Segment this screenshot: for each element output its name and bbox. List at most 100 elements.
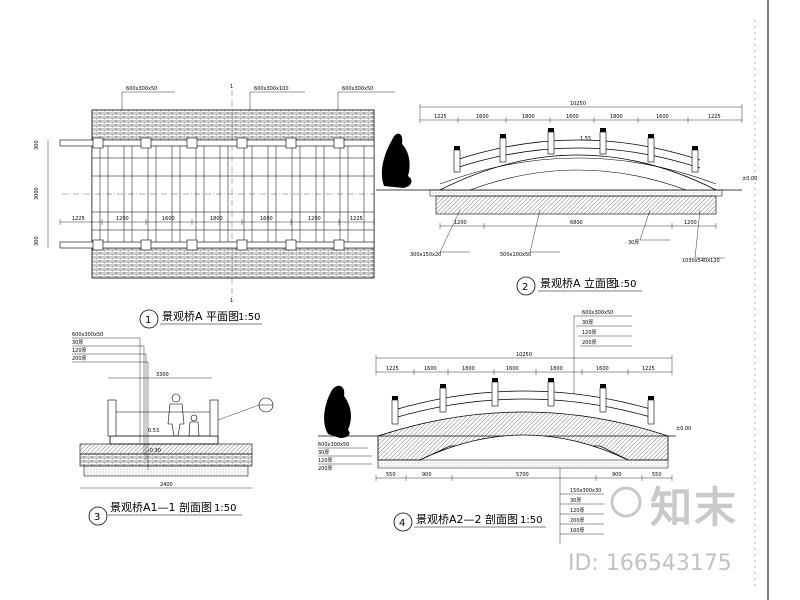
plan-cut-mark-top: 1: [230, 84, 233, 90]
plan-dim-s1: 300: [34, 140, 40, 150]
elev-number: 2: [522, 282, 528, 293]
sec1-person-adult: [167, 403, 185, 437]
plan-scale: 1:50: [238, 312, 260, 323]
elev-scale: 1:50: [614, 279, 636, 290]
sec1-deck-level: -0.30: [148, 448, 161, 454]
sec1-deck: [79, 443, 253, 455]
elev-title: 景观桥A 立面图: [540, 276, 617, 290]
watermark: 知末 ID: 166543175: [568, 483, 738, 576]
plan-dim-b5: 1600: [260, 216, 273, 222]
sec2-note-top-4: 200厚: [582, 340, 597, 346]
sec1-level: 0.53: [148, 428, 159, 434]
plan-dim-top-3: 600x300x50: [342, 86, 373, 92]
plan-view: 600x300x50 600x300x100 600x300x50 1 1 12…: [34, 84, 395, 329]
watermark-brand: 知末: [650, 483, 738, 532]
elev-arch: [439, 154, 717, 191]
elev-dim-t3: 1800: [522, 114, 535, 120]
sec1-width: 3300: [156, 372, 169, 378]
elev-dim-t7: 1225: [708, 114, 721, 120]
sec2-level: ±0.00: [676, 426, 691, 432]
elev-foundation: [435, 195, 717, 215]
sec2-note-5: 100厚: [570, 528, 585, 534]
sec2-callout-2: 30厚: [318, 450, 329, 456]
elev-dim-t6: 1600: [656, 114, 669, 120]
elev-dim-t4: 1600: [566, 114, 579, 120]
sec1-person-child: [188, 421, 200, 437]
sec2-number-circle: [393, 512, 413, 532]
sec1-scale: 1:50: [214, 503, 236, 514]
plan-dim-b4: 1800: [210, 216, 223, 222]
sec2-overall: 10250: [516, 352, 532, 358]
sec2-scale: 1:50: [520, 515, 542, 526]
sec2-note-top-1: 600x300x50: [582, 310, 613, 316]
plan-dim-top-1: 600x300x50: [126, 86, 157, 92]
plan-posts: [92, 137, 345, 251]
sec2-dim-t2: 1600: [424, 366, 437, 372]
elev-number-circle: [516, 276, 536, 296]
elev-dim-t5: 1800: [610, 114, 623, 120]
sec2-dim-b4: 900: [612, 472, 622, 478]
sec1-number: 3: [94, 512, 100, 523]
sec2-number: 4: [399, 518, 405, 529]
sec2-callout-1: 600x300x50: [318, 442, 349, 448]
elev-label-3: 30厚: [628, 240, 639, 246]
sec2-dim-b2: 900: [422, 472, 432, 478]
elev-dim-t2: 1600: [476, 114, 489, 120]
sec2-title: 景观桥A2—2 剖面图: [416, 512, 518, 526]
watermark-id: ID: 166543175: [568, 551, 732, 576]
plan-dim-b1: 1225: [72, 216, 85, 222]
elev-level: ±0.00: [742, 176, 757, 182]
sec1-title: 景观桥A1—1 剖面图: [110, 500, 212, 514]
plan-dim-s3: 300: [34, 236, 40, 246]
sec2-dim-t3: 1800: [462, 366, 475, 372]
elev-label-2: 500x100x50: [500, 252, 531, 258]
sec2-dim-t6: 1600: [596, 366, 609, 372]
watermark-logo-icon: [610, 486, 642, 518]
sec2-note-top-3: 120厚: [582, 330, 597, 336]
sec2-dim-t5: 1800: [550, 366, 563, 372]
sec1-callout-3: 120厚: [72, 348, 87, 354]
plan-number: 1: [145, 315, 151, 326]
plan-dim-top-2: 600x300x100: [254, 86, 289, 92]
sec1-callout-1: 600x300x50: [72, 332, 103, 338]
elev-overall: 10250: [570, 101, 586, 107]
sec1-number-circle: [88, 506, 108, 526]
elev-dim-t1: 1225: [434, 114, 447, 120]
sec1-callout-2: 30厚: [72, 340, 83, 346]
plan-dim-b7: 1225: [350, 216, 363, 222]
sec2-note-3: 120厚: [570, 508, 585, 514]
sec1-total: 2400: [160, 482, 173, 488]
elev-label-4: 1030x540x120: [682, 258, 720, 264]
sec2-dim-t1: 1225: [386, 366, 399, 372]
sec2-callout-4: 200厚: [318, 466, 333, 472]
plan-title: 景观桥A 平面图: [162, 310, 239, 323]
elev-label-1: 300x150x20: [410, 252, 441, 258]
sec2-dim-b3: 5700: [516, 472, 529, 478]
plan-dim-s2: 3000: [34, 187, 40, 200]
sec2-note-2: 30厚: [570, 498, 581, 504]
plan-number-circle: [139, 309, 159, 329]
elev-dim-b3: 1200: [684, 220, 697, 226]
sec2-dim-t7: 1225: [642, 366, 655, 372]
sec2-tree-silhouette: [324, 385, 351, 438]
sec2-note-top-2: 30厚: [582, 320, 593, 326]
plan-dim-b6: 1200: [308, 216, 321, 222]
plan-cut-mark-bottom: 1: [230, 298, 233, 304]
sec2-callout-3: 120厚: [318, 458, 333, 464]
sec2-note-1: 150x300x30: [570, 488, 601, 494]
elev-tree-silhouette: [381, 133, 412, 188]
sec2-note-4: 200厚: [570, 518, 585, 524]
plan-dim-b3: 1600: [162, 216, 175, 222]
sec1-callout-4: 200厚: [72, 356, 87, 362]
elevation-view: 10250 1225 1600 1800 1600 1800 1600 1225…: [376, 101, 757, 296]
elev-dim-b1: 1200: [454, 220, 467, 226]
sec2-dim-b5: 550: [652, 472, 662, 478]
sec2-dim-t4: 1600: [506, 366, 519, 372]
plan-dim-b2: 1200: [116, 216, 129, 222]
elev-rise: 1.55: [580, 136, 591, 142]
elev-dim-b2: 6800: [570, 220, 583, 226]
sec2-dim-b1: 550: [386, 472, 396, 478]
section-a11-view: 3300 0.53 -0.30 2400 600x300x50 30厚 120厚…: [72, 332, 274, 526]
section-a22-view: 10250 1225 1600 1800 1600 1800 1600 1225…: [318, 310, 691, 544]
